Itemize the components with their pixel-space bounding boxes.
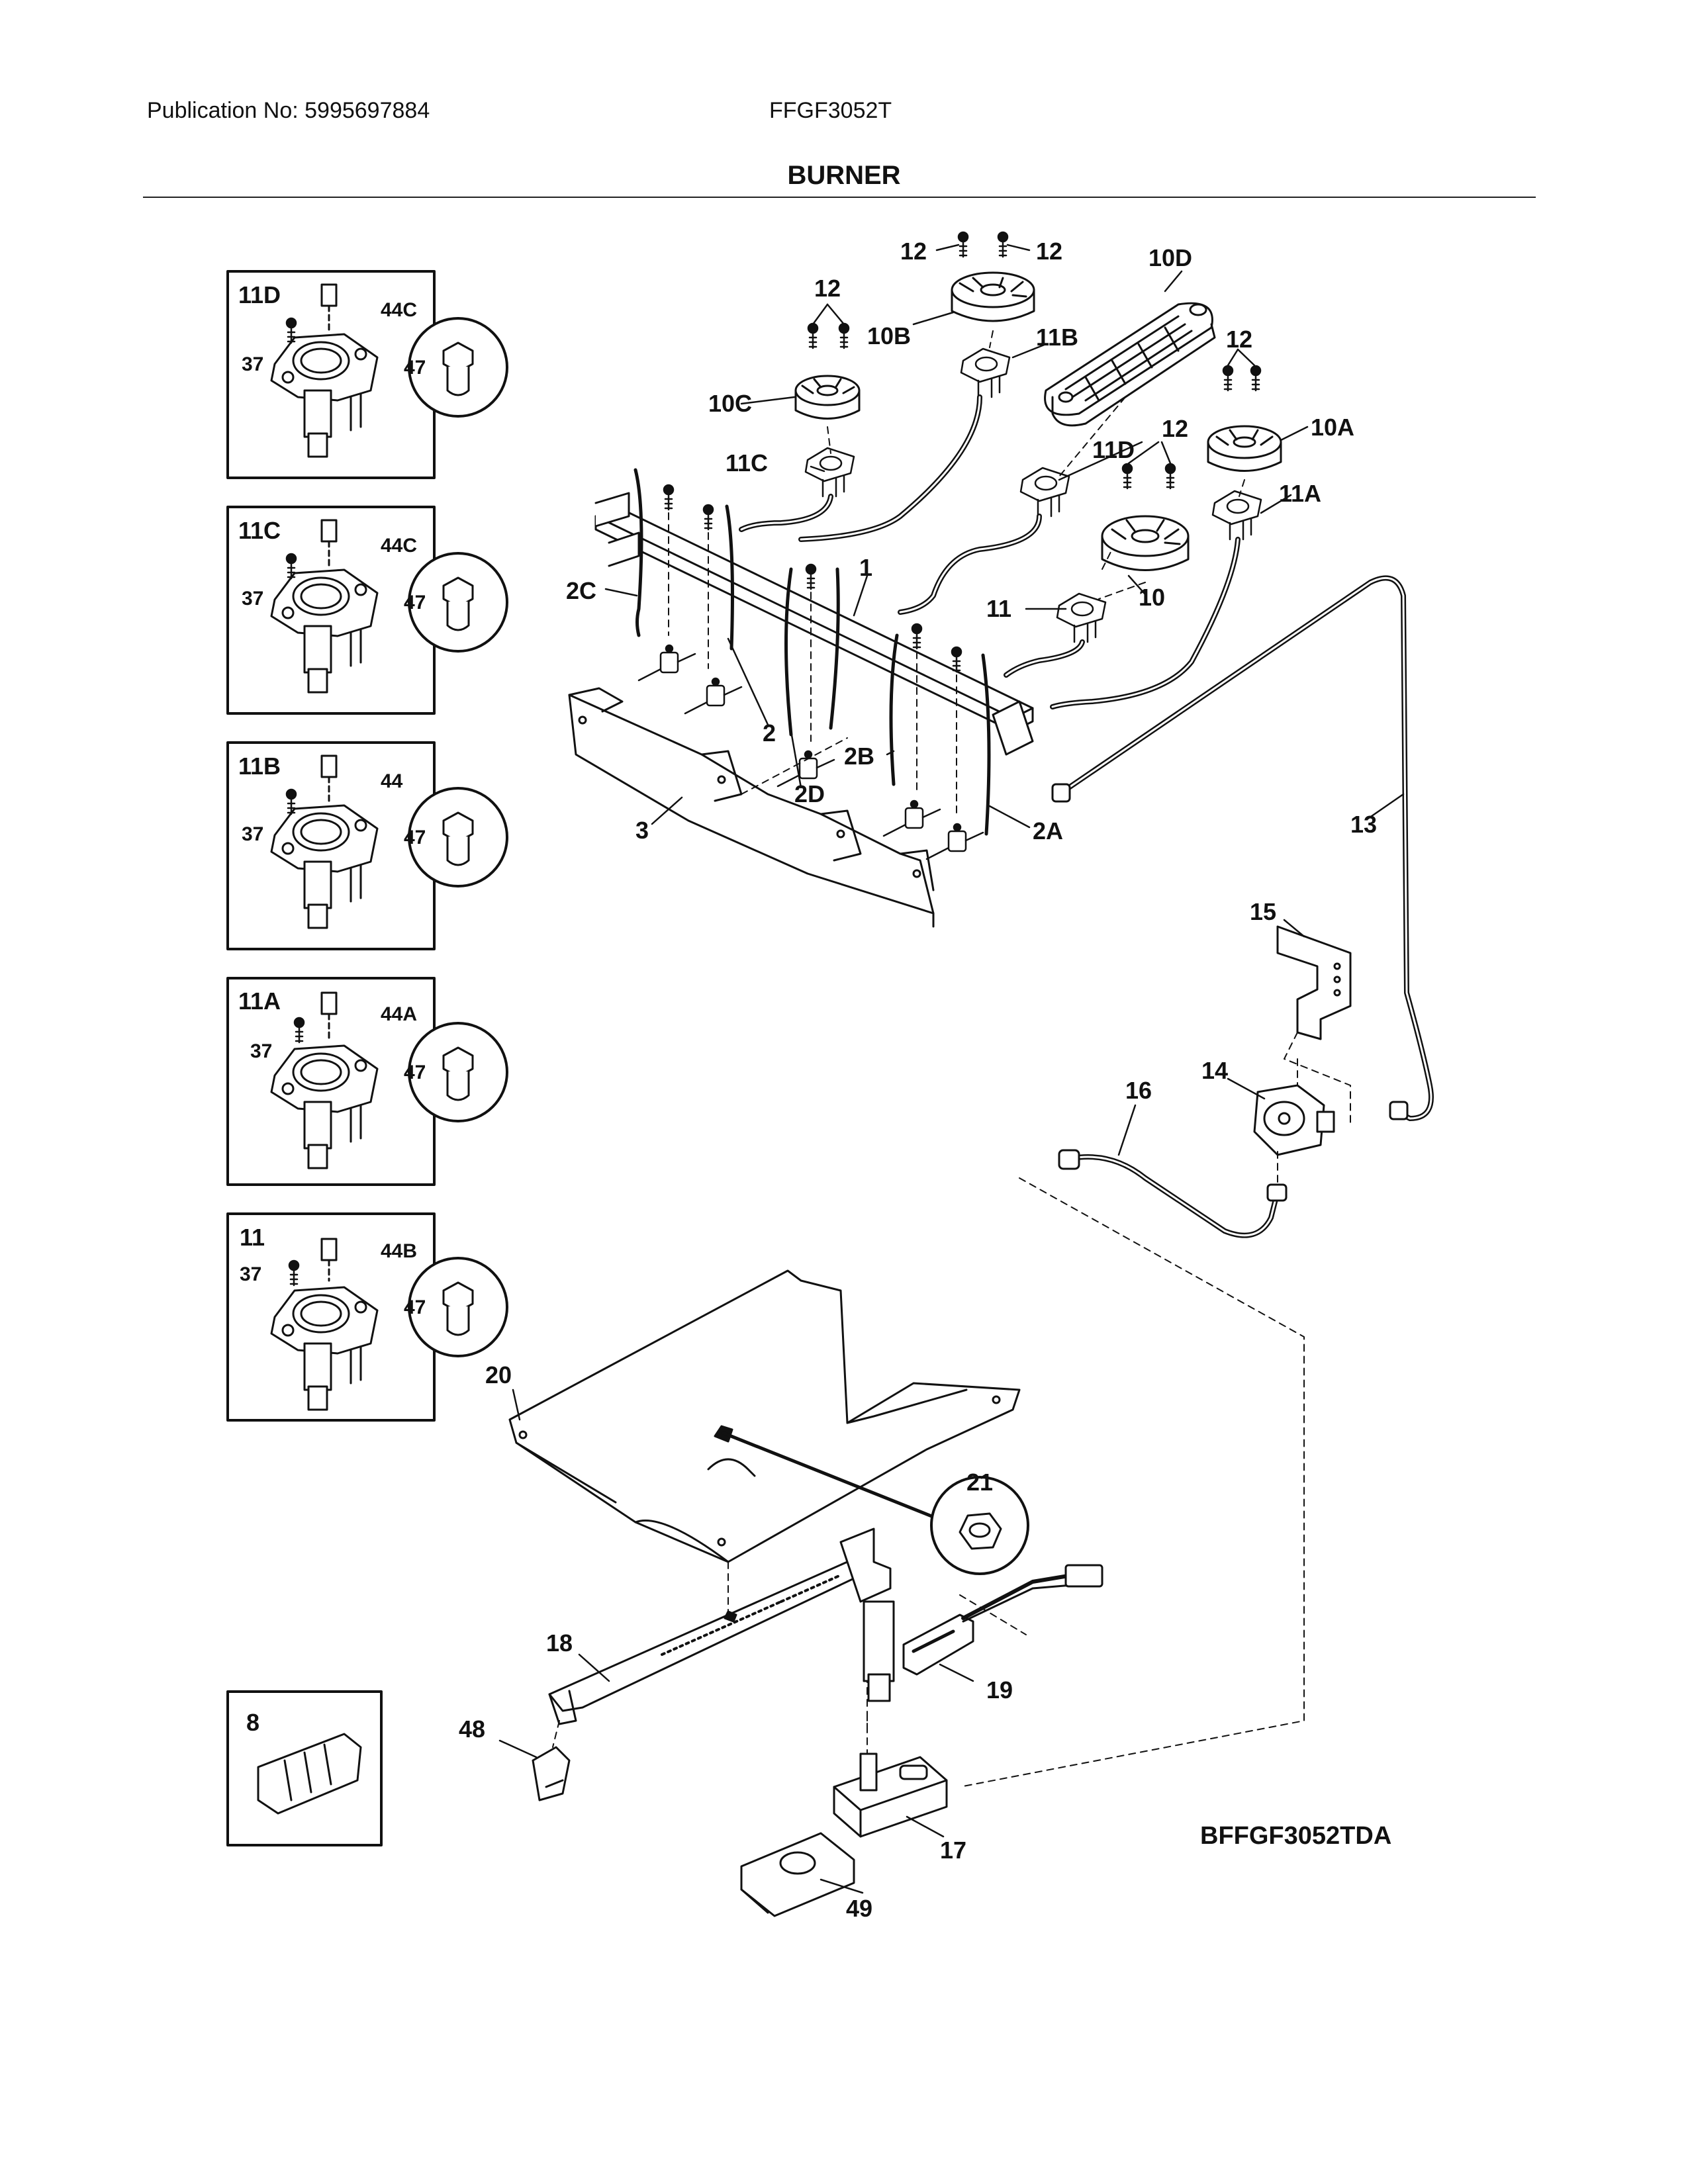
burner-head-10C	[794, 375, 861, 420]
inset-label: 11D	[238, 281, 281, 308]
callout-11D: 11D	[1092, 436, 1135, 463]
inset-label: 11B	[238, 752, 281, 780]
callout-48: 48	[459, 1715, 485, 1743]
callout-12: 12	[1226, 326, 1252, 353]
callout-1: 1	[859, 554, 872, 581]
callout-10: 10	[1139, 584, 1165, 611]
igniter-19	[902, 1564, 1103, 1676]
callout-18: 18	[546, 1629, 573, 1657]
callout-12: 12	[814, 275, 841, 302]
page-title: BURNER	[787, 161, 901, 190]
burner-head-10B	[951, 271, 1035, 322]
callout-15: 15	[1250, 898, 1276, 925]
inset-11C: 11C 44C 37 47	[226, 506, 508, 715]
manifold-pipe-1	[594, 492, 1034, 756]
inset-label: 11A	[238, 987, 281, 1015]
inset-orifice-label: 47	[404, 827, 426, 848]
inset-screw-label: 44C	[381, 535, 417, 557]
callout-10A: 10A	[1311, 414, 1354, 441]
inset-left-label: 37	[242, 353, 263, 375]
inset-orifice-label: 47	[404, 592, 426, 614]
bracket-48	[532, 1746, 571, 1801]
regulator-14	[1253, 1084, 1335, 1156]
callout-13: 13	[1350, 811, 1377, 838]
callout-12: 12	[900, 238, 927, 265]
nut-21	[930, 1476, 1029, 1575]
callout-12: 12	[1162, 415, 1188, 442]
inset-orifice-label: 47	[404, 1062, 426, 1083]
diagram-code: BFFGF3052TDA	[1200, 1822, 1391, 1850]
callout-10C: 10C	[708, 390, 752, 417]
callout-2B: 2B	[844, 743, 874, 770]
inset-label: 8	[246, 1709, 259, 1736]
inset-left-label: 37	[240, 1263, 261, 1285]
inset-screw-label: 44A	[381, 1003, 417, 1025]
callout-3: 3	[635, 817, 649, 844]
inset-part-8: 8	[226, 1690, 383, 1846]
callout-10D: 10D	[1149, 244, 1192, 271]
burner-head-10A	[1207, 425, 1282, 472]
callout-11B: 11B	[1036, 324, 1078, 351]
inset-label: 11	[240, 1224, 265, 1251]
callout-2C: 2C	[566, 577, 596, 604]
inset-screw-label: 44B	[381, 1240, 417, 1262]
front-bracket-3	[568, 687, 935, 928]
burner-grate-10D	[1044, 302, 1216, 427]
inset-11A: 11A 44A 37 47	[226, 977, 508, 1186]
heat-shield-20	[508, 1269, 1021, 1563]
callout-14: 14	[1201, 1057, 1228, 1084]
callout-11A: 11A	[1279, 480, 1321, 507]
inset-11B: 11B 44 37 47	[226, 741, 508, 950]
callout-2D: 2D	[794, 780, 825, 807]
inset-label: 11C	[238, 517, 281, 544]
bracket-15	[1276, 925, 1352, 1040]
callout-21: 21	[966, 1469, 993, 1496]
inset-orifice-label: 47	[404, 357, 426, 379]
oven-burner-18	[548, 1527, 895, 1725]
inset-screw-label: 44C	[381, 299, 417, 321]
inset-left-label: 37	[242, 823, 263, 845]
inset-11: 11 44B 37 47	[226, 1212, 508, 1422]
callout-20: 20	[485, 1361, 512, 1388]
inset-orifice-label: 47	[404, 1297, 426, 1318]
inset-screw-label: 44	[381, 770, 403, 792]
callout-10B: 10B	[867, 322, 911, 349]
model-number: FFGF3052T	[769, 98, 892, 123]
inset-left-label: 37	[250, 1040, 272, 1062]
callout-16: 16	[1125, 1077, 1152, 1104]
callout-49: 49	[846, 1895, 872, 1922]
callout-11C: 11C	[726, 449, 768, 477]
callout-19: 19	[986, 1676, 1013, 1704]
oven-valve-17	[833, 1752, 948, 1838]
inset-left-label: 37	[242, 588, 263, 610]
title-rule	[143, 197, 1536, 198]
callout-17: 17	[940, 1837, 966, 1864]
callout-12: 12	[1036, 238, 1062, 265]
callout-2A: 2A	[1033, 817, 1063, 844]
cover-49	[740, 1832, 855, 1917]
publication-number: Publication No: 5995697884	[147, 98, 430, 123]
burner-head-10	[1101, 515, 1190, 571]
callout-2: 2	[763, 719, 776, 747]
inset-11D: 11D 44C 37 47	[226, 270, 508, 479]
callout-11: 11	[986, 595, 1011, 622]
